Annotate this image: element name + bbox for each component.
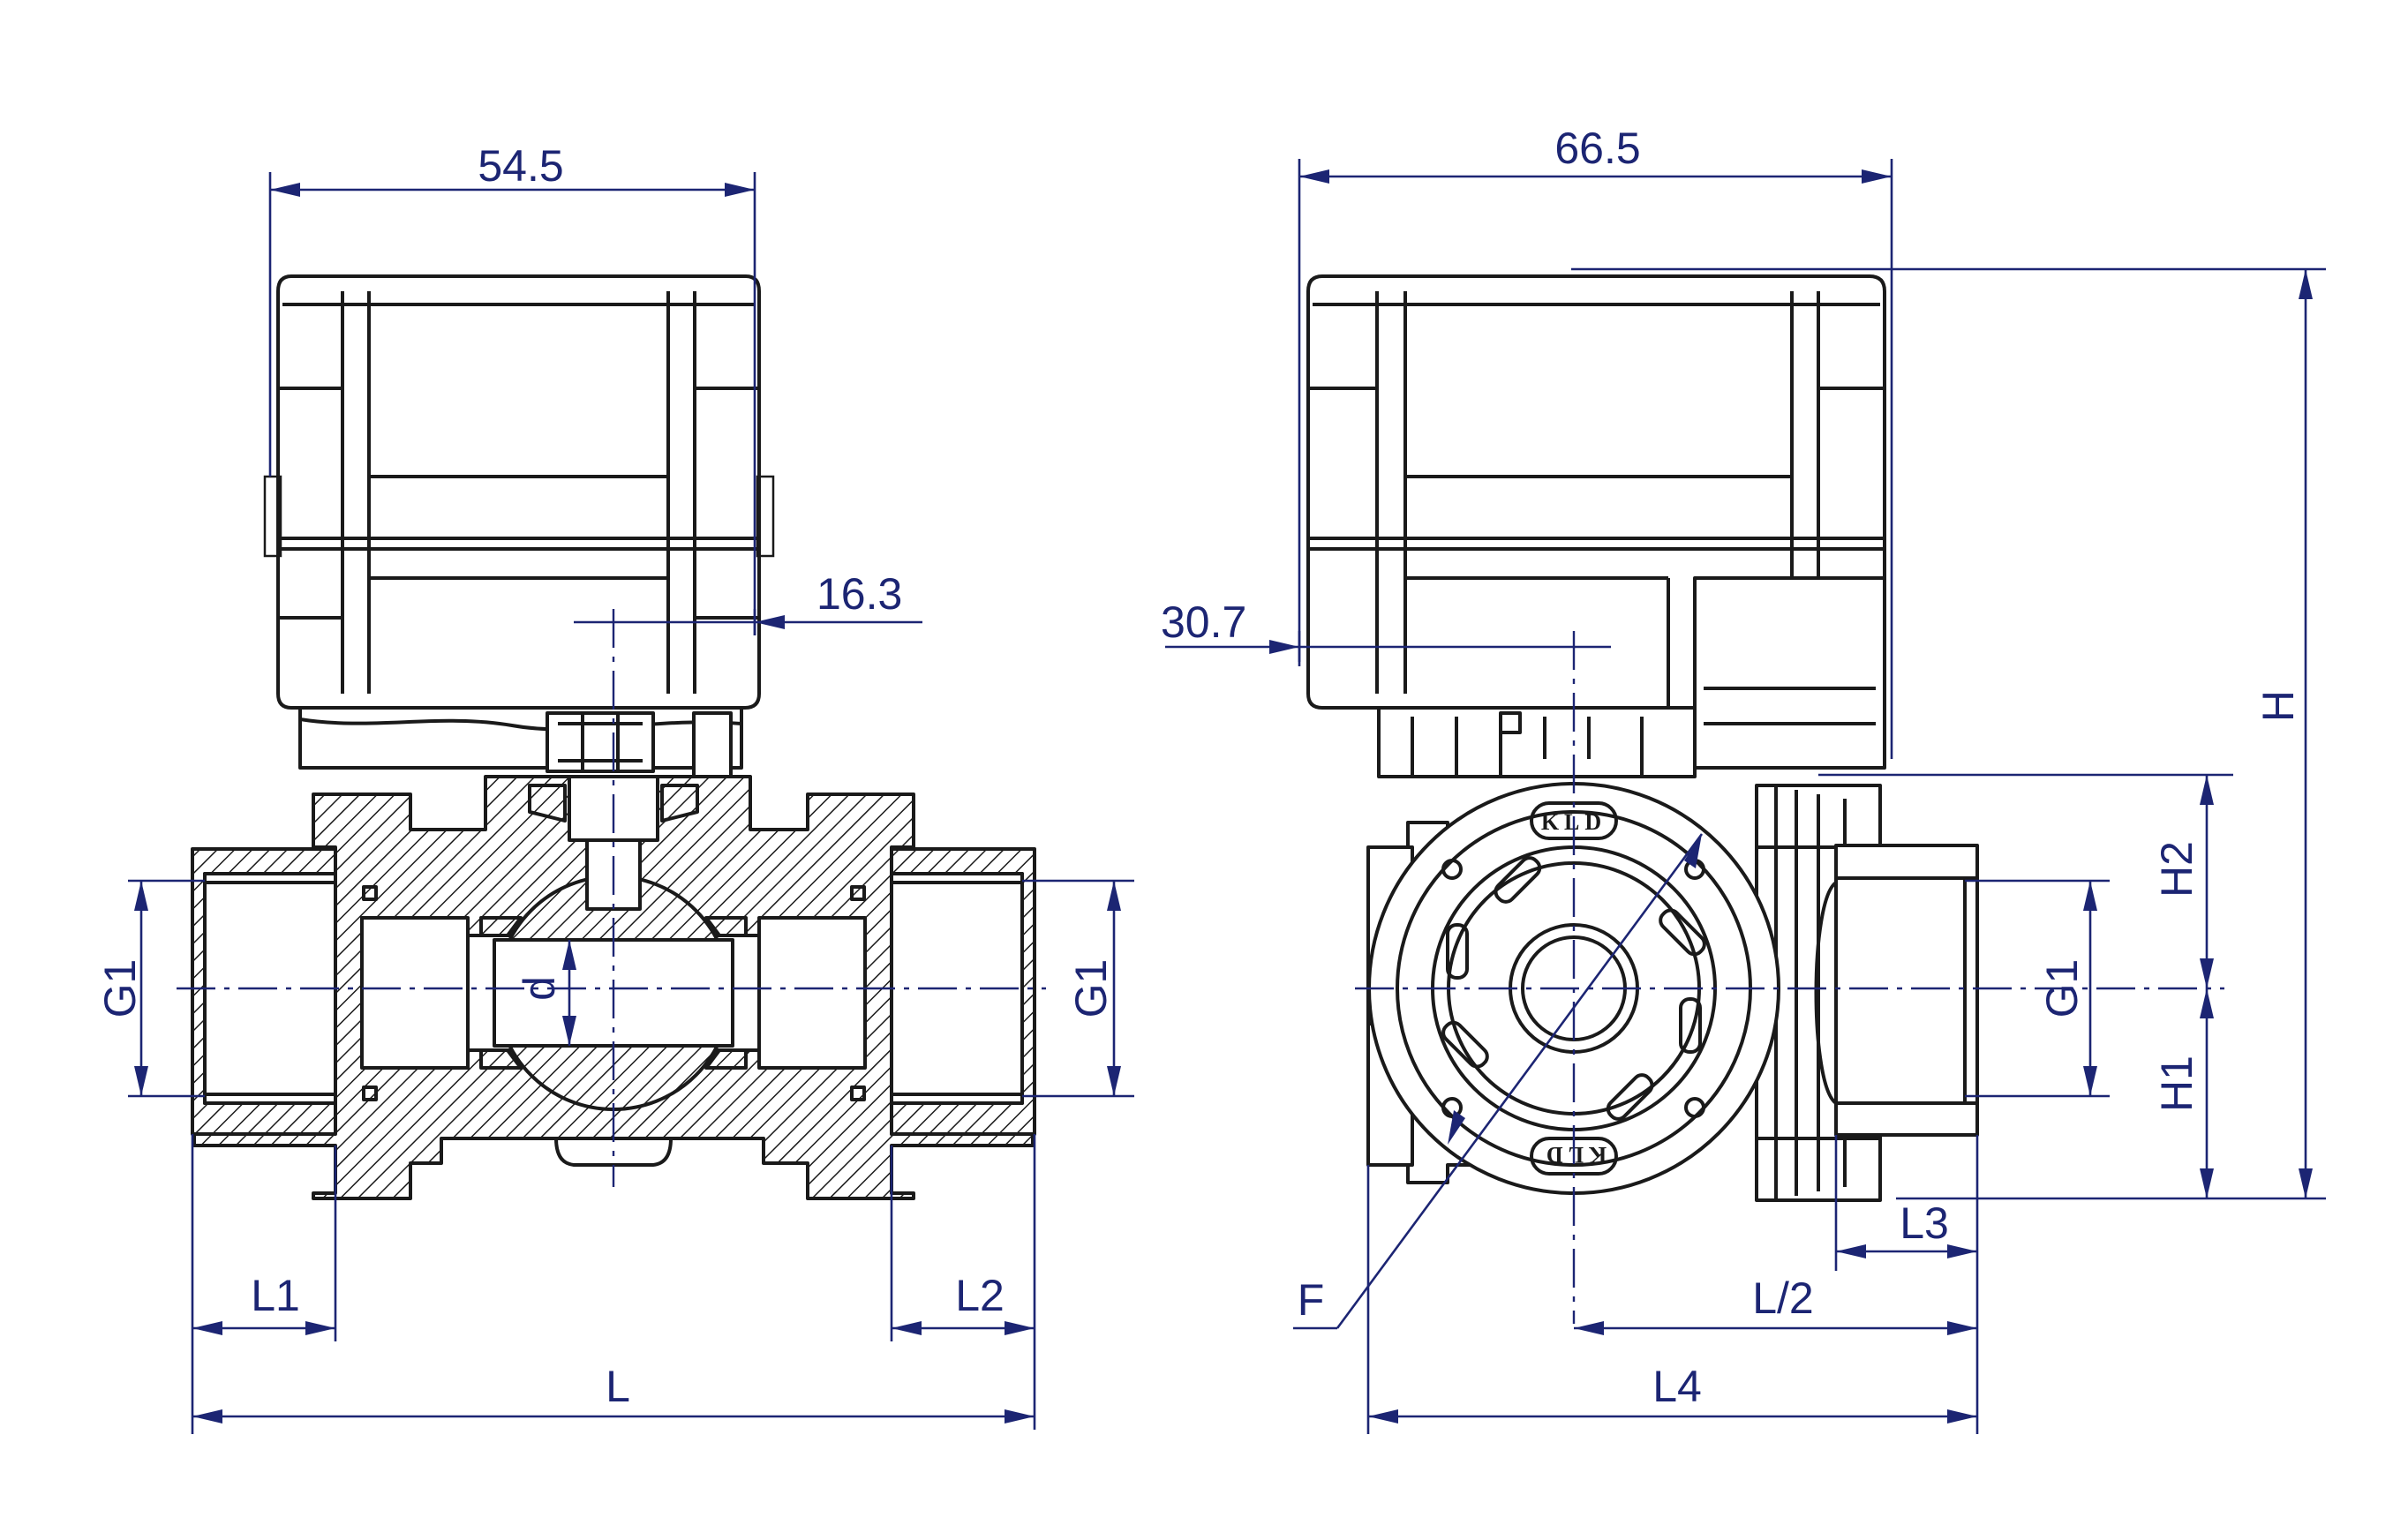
- dim-label-l3: L3: [1900, 1198, 1949, 1248]
- front-view: KLD KLD: [1306, 274, 1979, 1202]
- dim-label-54-5: 54.5: [478, 141, 563, 191]
- dim-label-l1: L1: [251, 1271, 300, 1320]
- union-nut-grips: [1441, 856, 1706, 1121]
- dim-label-h2: H2: [2152, 841, 2201, 898]
- dim-label-16-3: 16.3: [816, 569, 902, 619]
- dim-label-l: L: [606, 1362, 630, 1411]
- actuator-front: [1306, 274, 1886, 778]
- dim-label-l2: L2: [955, 1271, 1005, 1320]
- dim-label-g1-left: G1: [95, 959, 145, 1018]
- dim-label-l-half: L/2: [1752, 1273, 1814, 1323]
- end-fitting-right: [890, 847, 1036, 1136]
- dim-label-30-7: 30.7: [1161, 597, 1246, 647]
- dim-label-h1: H1: [2152, 1055, 2201, 1112]
- dim-label-f: F: [1298, 1275, 1325, 1325]
- dim-label-g1-front: G1: [2037, 959, 2087, 1018]
- dim-label-g1-right: G1: [1066, 959, 1116, 1018]
- dim-label-h: H: [2254, 690, 2303, 722]
- dim-label-bore: d: [515, 976, 564, 1001]
- end-fitting-left: [191, 847, 337, 1136]
- logo-text-top: KLD: [1541, 809, 1607, 835]
- dimension-lines: 54.5 16.3 66.5 30.7 G1 G1: [95, 124, 2326, 1434]
- dim-label-66-5: 66.5: [1554, 124, 1640, 173]
- actuator-side: [263, 274, 775, 770]
- dim-label-l4: L4: [1652, 1362, 1702, 1411]
